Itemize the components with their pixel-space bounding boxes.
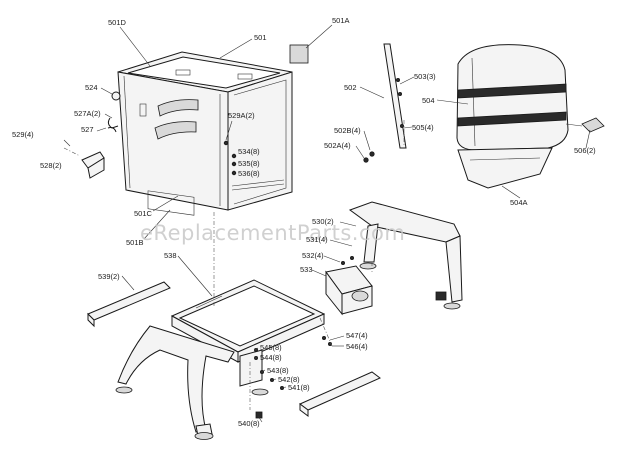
watermark-text: eReplacementParts.com — [140, 221, 405, 245]
label-504: 504 — [422, 96, 435, 105]
label-547: 547(4) — [346, 331, 368, 340]
label-530: 530(2) — [312, 217, 334, 226]
cabinet-501 — [117, 51, 293, 216]
stand-legs — [115, 325, 381, 440]
screw-stack-534-536 — [223, 140, 237, 176]
label-534: 534(8) — [238, 147, 260, 156]
label-501: 501 — [254, 33, 267, 42]
label-546: 546(4) — [346, 342, 368, 351]
label-544: 544(8) — [260, 353, 282, 362]
label-524: 524 — [85, 83, 98, 92]
label-540: 540(8) — [238, 419, 260, 428]
label-501c: 501C — [134, 209, 153, 218]
label-531: 531(4) — [306, 235, 328, 244]
label-505: 505(4) — [412, 123, 434, 132]
label-501b: 501B — [126, 238, 144, 247]
label-504a: 504A — [510, 198, 528, 207]
label-502: 502 — [344, 83, 357, 92]
dust-chute-504 — [456, 44, 605, 189]
label-542: 542(8) — [278, 375, 300, 384]
side-rail-539 — [87, 281, 171, 321]
label-502b: 502B(4) — [334, 126, 361, 135]
label-533: 533 — [300, 265, 313, 274]
collector-box-533 — [325, 255, 373, 316]
label-539: 539(2) — [98, 272, 120, 281]
label-529: 529(4) — [12, 130, 34, 139]
label-532: 532(4) — [302, 251, 324, 260]
label-535: 535(8) — [238, 159, 260, 168]
label-543: 543(8) — [267, 366, 289, 375]
small-parts-left — [63, 91, 121, 179]
label-545: 545(8) — [260, 343, 282, 352]
part-labels: 501D 501 501A 524 527A(2) 527 529(4) 528… — [12, 16, 596, 428]
mount-bracket-530 — [348, 201, 463, 310]
base-tray-538 — [170, 279, 326, 363]
assembly-center-lines — [213, 120, 405, 410]
label-506: 506(2) — [574, 146, 596, 155]
label-502a: 502A(4) — [324, 141, 351, 150]
leader-lines — [63, 24, 591, 423]
label-528: 528(2) — [40, 161, 62, 170]
label-501d: 501D — [108, 18, 127, 27]
support-bar-502 — [363, 43, 407, 163]
label-527: 527 — [81, 125, 94, 134]
panel-501a — [289, 44, 309, 64]
label-536: 536(8) — [238, 169, 260, 178]
label-503: 503(3) — [414, 72, 436, 81]
label-538: 538 — [164, 251, 177, 260]
label-527a: 527A(2) — [74, 109, 101, 118]
label-541: 541(8) — [288, 383, 310, 392]
label-529a: 529A(2) — [228, 111, 255, 120]
label-501a: 501A — [332, 16, 350, 25]
